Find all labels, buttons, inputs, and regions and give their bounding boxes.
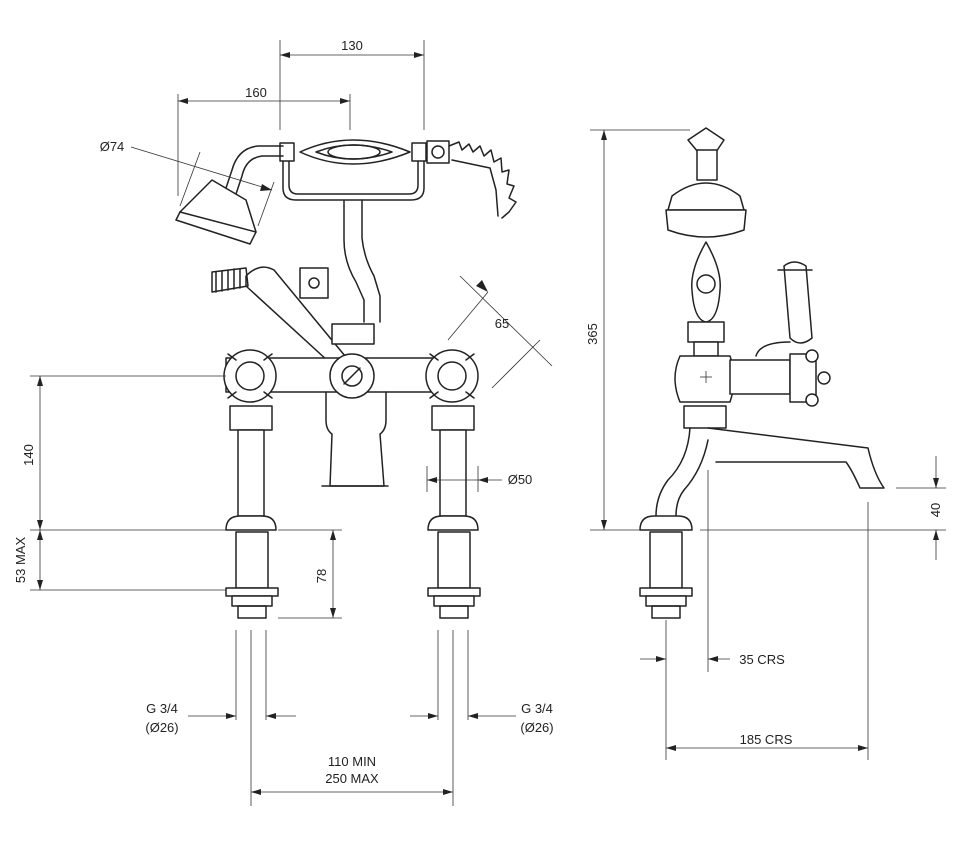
- label-thread-right-dia: (Ø26): [520, 720, 553, 735]
- label-centres-min: 110 MIN: [328, 754, 376, 769]
- label-65: 65: [495, 316, 509, 331]
- left-cross-handle: [223, 349, 277, 403]
- side-spout: [707, 427, 885, 489]
- label-40: 40: [928, 503, 943, 517]
- label-53-max: 53 MAX: [13, 537, 28, 584]
- left-leg: [225, 405, 279, 619]
- label-185-crs: 185 CRS: [740, 732, 793, 747]
- label-35-crs: 35 CRS: [739, 652, 785, 667]
- right-cross-handle: [425, 349, 479, 403]
- cradle: [282, 147, 425, 201]
- hose-coil: [448, 141, 517, 219]
- label-160: 160: [245, 85, 267, 100]
- label-diameter-74: Ø74: [100, 139, 125, 154]
- handset-head: [179, 179, 257, 233]
- label-thread-left: G 3/4: [146, 701, 178, 716]
- dimension-lines: [30, 40, 946, 806]
- side-lever: [783, 261, 813, 344]
- label-centres-max: 250 MAX: [325, 771, 379, 786]
- front-view: [175, 139, 517, 619]
- label-78: 78: [314, 569, 329, 583]
- label-thread-right: G 3/4: [521, 701, 553, 716]
- label-140: 140: [21, 444, 36, 466]
- side-handset-head: [667, 182, 745, 211]
- handset-handle: [299, 139, 411, 165]
- label-130: 130: [341, 38, 363, 53]
- label-diameter-50: Ø50: [508, 472, 533, 487]
- side-view: [639, 127, 885, 619]
- right-leg: [427, 405, 481, 619]
- dimension-labels: 130 160 Ø74 65 140 53 MAX 78 Ø50 G 3/4 (…: [13, 38, 943, 786]
- handset-arm: [225, 145, 284, 189]
- label-365: 365: [585, 323, 600, 345]
- label-thread-left-dia: (Ø26): [145, 720, 178, 735]
